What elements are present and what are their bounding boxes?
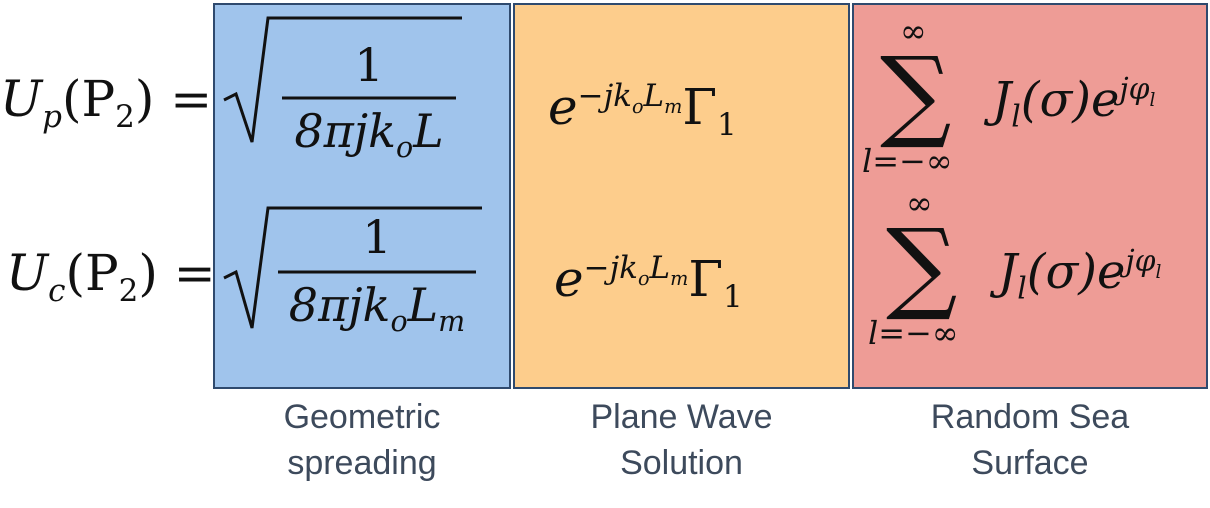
den-main: 8πjk [288,278,391,332]
plane-wave-box [513,3,850,389]
exp-base: e [554,250,584,308]
lhs-arg-sub: 2 [118,273,139,309]
sqrt-numerator-2: 1 [362,210,392,264]
exp-base: e [548,78,578,136]
den-sub: o [395,131,414,165]
caption-line-2: Solution [620,444,743,482]
exp-power: −jkoLm [583,250,689,291]
lhs-arg: (P [65,244,119,302]
den-tail: L [407,278,439,332]
lhs-sub: c [48,273,66,309]
lhs-close: ) = [138,244,216,302]
caption-line-2: spreading [287,444,437,482]
lhs-1: Up(P2) = [0,70,213,133]
exp-power: −jkoLm [577,78,683,119]
radical-sign-1 [223,16,462,143]
lhs-sub: p [42,99,62,135]
caption-line-1: Plane Wave [590,398,773,436]
sqrt-denominator-2: 8πjkoLm [278,278,476,336]
lhs-symbol: U [0,70,43,128]
sum-upper-2: ∞ [906,184,933,222]
sum-symbol-1: ∑ [880,35,952,152]
plane-wave-term-1: e−jkoLmΓ1 [548,78,737,141]
caption-geometric-spreading: Geometric spreading [213,394,511,486]
gamma-sub: 1 [723,279,743,315]
random-sea-box [852,3,1208,389]
den-main: 8πjk [294,104,396,158]
gamma: Γ [688,250,724,308]
den-tail-sub: m [438,305,466,339]
sum-lower-1: l=−∞ [862,142,953,180]
sum-term-1: Jl(σ)ejφl [992,72,1156,135]
sqrt-denominator-1: 8πjkoL [282,104,456,162]
lhs-arg: (P [62,70,116,128]
lhs-2: Uc(P2) = [6,244,216,307]
den-sub: o [390,305,408,339]
caption-line-2: Surface [971,444,1089,482]
caption-random-sea: Random Sea Surface [852,394,1208,486]
sum-upper-1: ∞ [900,12,927,50]
lhs-symbol: U [6,244,49,302]
caption-line-1: Random Sea [930,398,1130,436]
gamma: Γ [682,78,718,136]
sum-term-2: Jl(σ)ejφl [998,244,1162,307]
radical-sign-2 [223,206,482,329]
lhs-close: ) = [134,70,213,128]
sqrt-numerator-1: 1 [354,38,384,92]
gamma-sub: 1 [717,107,737,143]
plane-wave-term-2: e−jkoLmΓ1 [554,250,743,313]
sum-symbol-2: ∑ [886,207,958,324]
lhs-arg-sub: 2 [115,99,135,135]
den-tail: L [413,104,444,158]
caption-line-1: Geometric [283,398,441,436]
caption-plane-wave: Plane Wave Solution [513,394,850,486]
sum-lower-2: l=−∞ [868,314,959,352]
